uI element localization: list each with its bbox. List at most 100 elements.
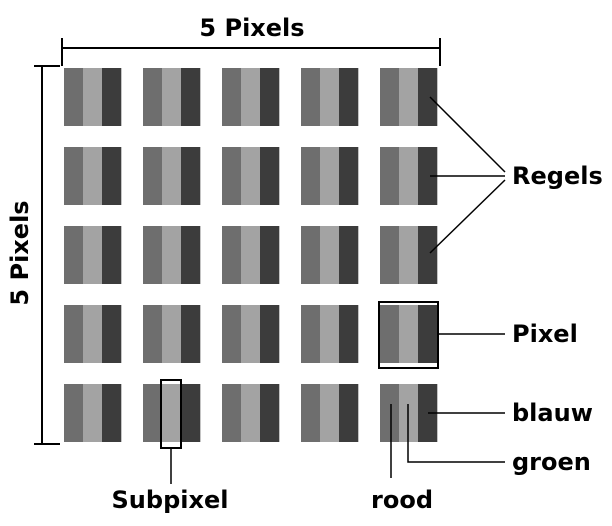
subpixel-blue: [260, 68, 280, 126]
subpixel-red: [64, 147, 84, 205]
subpixel-red: [222, 147, 242, 205]
subpixel-red: [222, 68, 242, 126]
pixel-cell: [64, 305, 122, 363]
subpixel-green: [320, 305, 340, 363]
pixel-cell: [64, 68, 122, 126]
pixel-cell: [64, 384, 122, 442]
pixel-label: Pixel: [512, 320, 578, 348]
subpixel-red: [380, 226, 400, 284]
pixel-cell: [143, 68, 201, 126]
subpixel-green: [241, 384, 261, 442]
subpixel-green: [83, 384, 103, 442]
subpixel-red: [64, 305, 84, 363]
pixel-cell: [380, 305, 438, 363]
subpixel-red: [222, 305, 242, 363]
subpixel-blue: [181, 305, 201, 363]
subpixel-green: [83, 147, 103, 205]
subpixel-red: [143, 384, 163, 442]
subpixel-red: [64, 68, 84, 126]
subpixel-red: [380, 305, 400, 363]
pixel-cell: [222, 384, 280, 442]
subpixel-red: [380, 384, 400, 442]
groen-label: groen: [512, 448, 591, 476]
subpixel-red: [64, 384, 84, 442]
subpixel-green: [83, 68, 103, 126]
subpixel-green: [399, 68, 419, 126]
subpixel-red: [380, 147, 400, 205]
pixel-grid: [64, 68, 438, 442]
pixel-cell: [380, 68, 438, 126]
subpixel-green: [162, 147, 182, 205]
subpixel-blue: [181, 384, 201, 442]
left-dimension: 5 Pixels: [6, 65, 60, 445]
pixel-cell: [143, 384, 201, 442]
subpixel-blue: [102, 68, 122, 126]
pixel-cell: [64, 226, 122, 284]
pixel-cell: [222, 226, 280, 284]
subpixel-blue: [260, 147, 280, 205]
regels-leaders: [429, 96, 506, 254]
subpixel-red: [64, 226, 84, 284]
subpixel-blue: [102, 226, 122, 284]
subpixel-green: [320, 68, 340, 126]
subpixel-green: [399, 305, 419, 363]
subpixel-blue: [260, 305, 280, 363]
subpixel-blue: [181, 226, 201, 284]
subpixel-red: [143, 305, 163, 363]
subpixel-green: [241, 147, 261, 205]
subpixel-green: [320, 147, 340, 205]
pixel-cell: [301, 226, 359, 284]
subpixel-blue: [339, 384, 359, 442]
subpixel-red: [222, 384, 242, 442]
subpixel-red: [222, 226, 242, 284]
subpixel-red: [301, 226, 321, 284]
subpixel-green: [399, 147, 419, 205]
subpixel-green: [83, 305, 103, 363]
subpixel-blue: [339, 68, 359, 126]
pixel-cell: [301, 68, 359, 126]
pixel-cell: [380, 147, 438, 205]
subpixel-red: [301, 305, 321, 363]
pixel-cell: [143, 226, 201, 284]
subpixel-blue: [418, 226, 438, 284]
subpixel-green: [83, 226, 103, 284]
subpixel-red: [380, 68, 400, 126]
subpixel-red: [301, 384, 321, 442]
pixel-highlight-box: [378, 301, 439, 369]
subpixel-blue: [260, 226, 280, 284]
top-dimension-label: 5 Pixels: [199, 14, 304, 42]
subpixel-red: [301, 147, 321, 205]
pixel-cell: [222, 147, 280, 205]
subpixel-blue: [339, 305, 359, 363]
subpixel-green: [162, 226, 182, 284]
pixel-cell: [143, 305, 201, 363]
subpixel-green: [162, 305, 182, 363]
subpixel-blue: [418, 305, 438, 363]
regels-label: Regels: [512, 162, 603, 190]
rood-label: rood: [371, 486, 433, 514]
subpixel-blue: [102, 384, 122, 442]
pixel-cell: [301, 147, 359, 205]
pixel-cell: [380, 226, 438, 284]
subpixel-blue: [339, 147, 359, 205]
subpixel-blue: [418, 147, 438, 205]
subpixel-green: [162, 384, 182, 442]
subpixel-blue: [181, 147, 201, 205]
subpixel-green: [162, 68, 182, 126]
subpixel-green: [241, 68, 261, 126]
subpixel-blue: [102, 305, 122, 363]
subpixel-blue: [418, 68, 438, 126]
pixel-cell: [301, 305, 359, 363]
subpixel-green: [399, 226, 419, 284]
pixel-cell: [222, 305, 280, 363]
subpixel-blue: [339, 226, 359, 284]
pixel-cell: [64, 147, 122, 205]
subpixel-red: [301, 68, 321, 126]
pixel-cell: [301, 384, 359, 442]
subpixel-green: [320, 384, 340, 442]
top-dimension: 5 Pixels: [61, 14, 441, 66]
subpixel-green: [320, 226, 340, 284]
groen-leader: [407, 404, 505, 463]
blauw-label: blauw: [512, 399, 593, 427]
